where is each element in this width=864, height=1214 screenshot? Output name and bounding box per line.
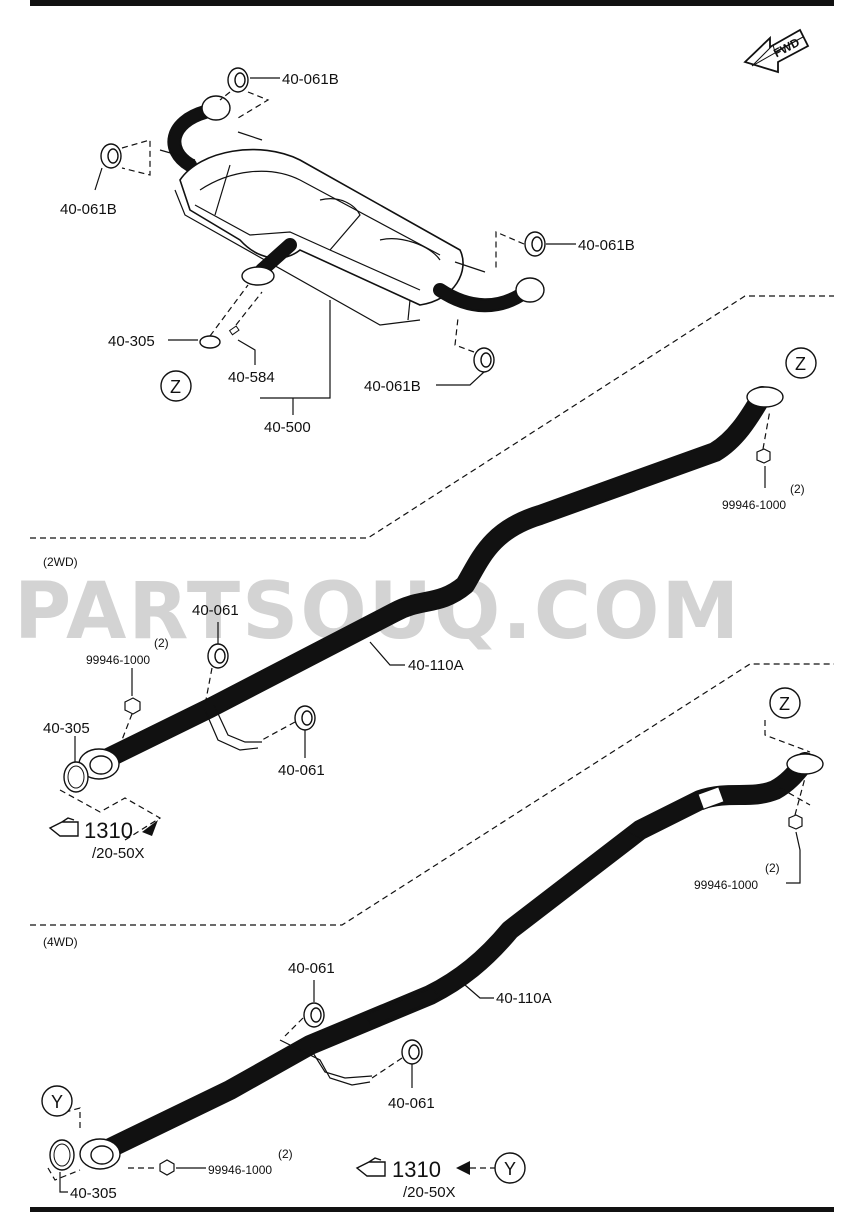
label-nut-top: 99946-1000 (722, 498, 786, 512)
nut-4wd-r-icon (788, 777, 806, 830)
ref-z-4wd-label: Z (779, 694, 790, 714)
fwd-arrow: FWD (743, 28, 810, 74)
hanger-4wd-a-icon (284, 1002, 325, 1037)
label-hanger-2wd-b: 40-061 (278, 762, 325, 779)
label-pipe-2wd: 40-110A (408, 657, 464, 674)
ref-y-left-label: Y (51, 1092, 63, 1112)
nut-4wd-b-icon (128, 1159, 175, 1176)
ref-1310-2wd[interactable]: 1310 /20-50X (48, 817, 158, 862)
ref-num-4wd: 1310 (392, 1157, 441, 1182)
arrow-2wd-icon (142, 820, 158, 836)
label-nut-qty-top: (2) (790, 482, 805, 496)
hanger-4wd-b-icon (371, 1039, 423, 1079)
ref-y-left (41, 1085, 73, 1117)
divider-4wd (30, 663, 834, 926)
label-hanger-b2: 40-061B (60, 201, 117, 218)
section-4wd: (4WD) (43, 935, 78, 949)
gasket-2wd-icon (63, 761, 89, 793)
gasket-4wd-icon (49, 1139, 75, 1171)
label-hanger-4wd-a: 40-061 (288, 960, 335, 977)
nut-top-icon (756, 409, 771, 464)
label-hanger-b1: 40-061B (282, 71, 339, 88)
ref-z-top (160, 370, 192, 402)
label-hanger-b3: 40-061B (578, 237, 635, 254)
bolt-top-icon (228, 291, 263, 336)
label-hanger-b4: 40-061B (364, 378, 421, 395)
top-border (30, 0, 834, 6)
ref-z-top-label: Z (170, 377, 181, 397)
pointing-hand-icon (48, 817, 79, 837)
label-nut-2wd: 99946-1000 (86, 653, 150, 667)
ref-1310-4wd[interactable]: 1310 /20-50X (355, 1157, 495, 1201)
hanger-b4-icon (454, 317, 495, 373)
hanger-2wd-b-icon (261, 705, 316, 741)
ref-sub-2wd: /20-50X (92, 845, 145, 862)
section-2wd: (2WD) (43, 555, 78, 569)
label-hanger-2wd-a: 40-061 (192, 602, 239, 619)
hanger-b2-icon (100, 139, 151, 176)
label-nut-qty-2wd: (2) (154, 636, 169, 650)
hanger-b1-icon (219, 67, 270, 119)
ref-num-2wd: 1310 (84, 818, 133, 843)
muffler-assembly (159, 95, 545, 326)
pipe-2wd (78, 386, 784, 780)
ref-z-2wd (785, 347, 817, 379)
bottom-border (30, 1207, 834, 1212)
label-pipe-4wd: 40-110A (496, 990, 552, 1007)
label-bolt-top: 40-584 (228, 369, 275, 386)
label-gasket-top: 40-305 (108, 333, 155, 350)
ref-z-2wd-label: Z (795, 354, 806, 374)
label-hanger-4wd-b: 40-061 (388, 1095, 435, 1112)
hanger-b3-icon (495, 231, 546, 270)
hanger-2wd-a-icon (204, 643, 229, 706)
label-gasket-4wd: 40-305 (70, 1185, 117, 1202)
label-muffler: 40-500 (264, 419, 311, 436)
nut-2wd-icon (119, 697, 141, 746)
gasket-top-icon (199, 284, 249, 349)
arrow-4wd-icon (456, 1161, 470, 1175)
pipe-4wd (79, 752, 824, 1170)
ref-z-4wd (769, 687, 801, 719)
ref-y-right (494, 1152, 526, 1184)
ref-y-right-label: Y (504, 1159, 516, 1179)
label-nut-qty-4wd-r: (2) (765, 861, 780, 875)
label-gasket-2wd: 40-305 (43, 720, 90, 737)
pointing-hand-icon (355, 1157, 386, 1177)
divider-2wd (30, 295, 834, 539)
label-nut-qty-4wd-b: (2) (278, 1147, 293, 1161)
ref-sub-4wd: /20-50X (403, 1184, 456, 1201)
label-nut-4wd-r: 99946-1000 (694, 878, 758, 892)
label-nut-4wd-b: 99946-1000 (208, 1163, 272, 1177)
